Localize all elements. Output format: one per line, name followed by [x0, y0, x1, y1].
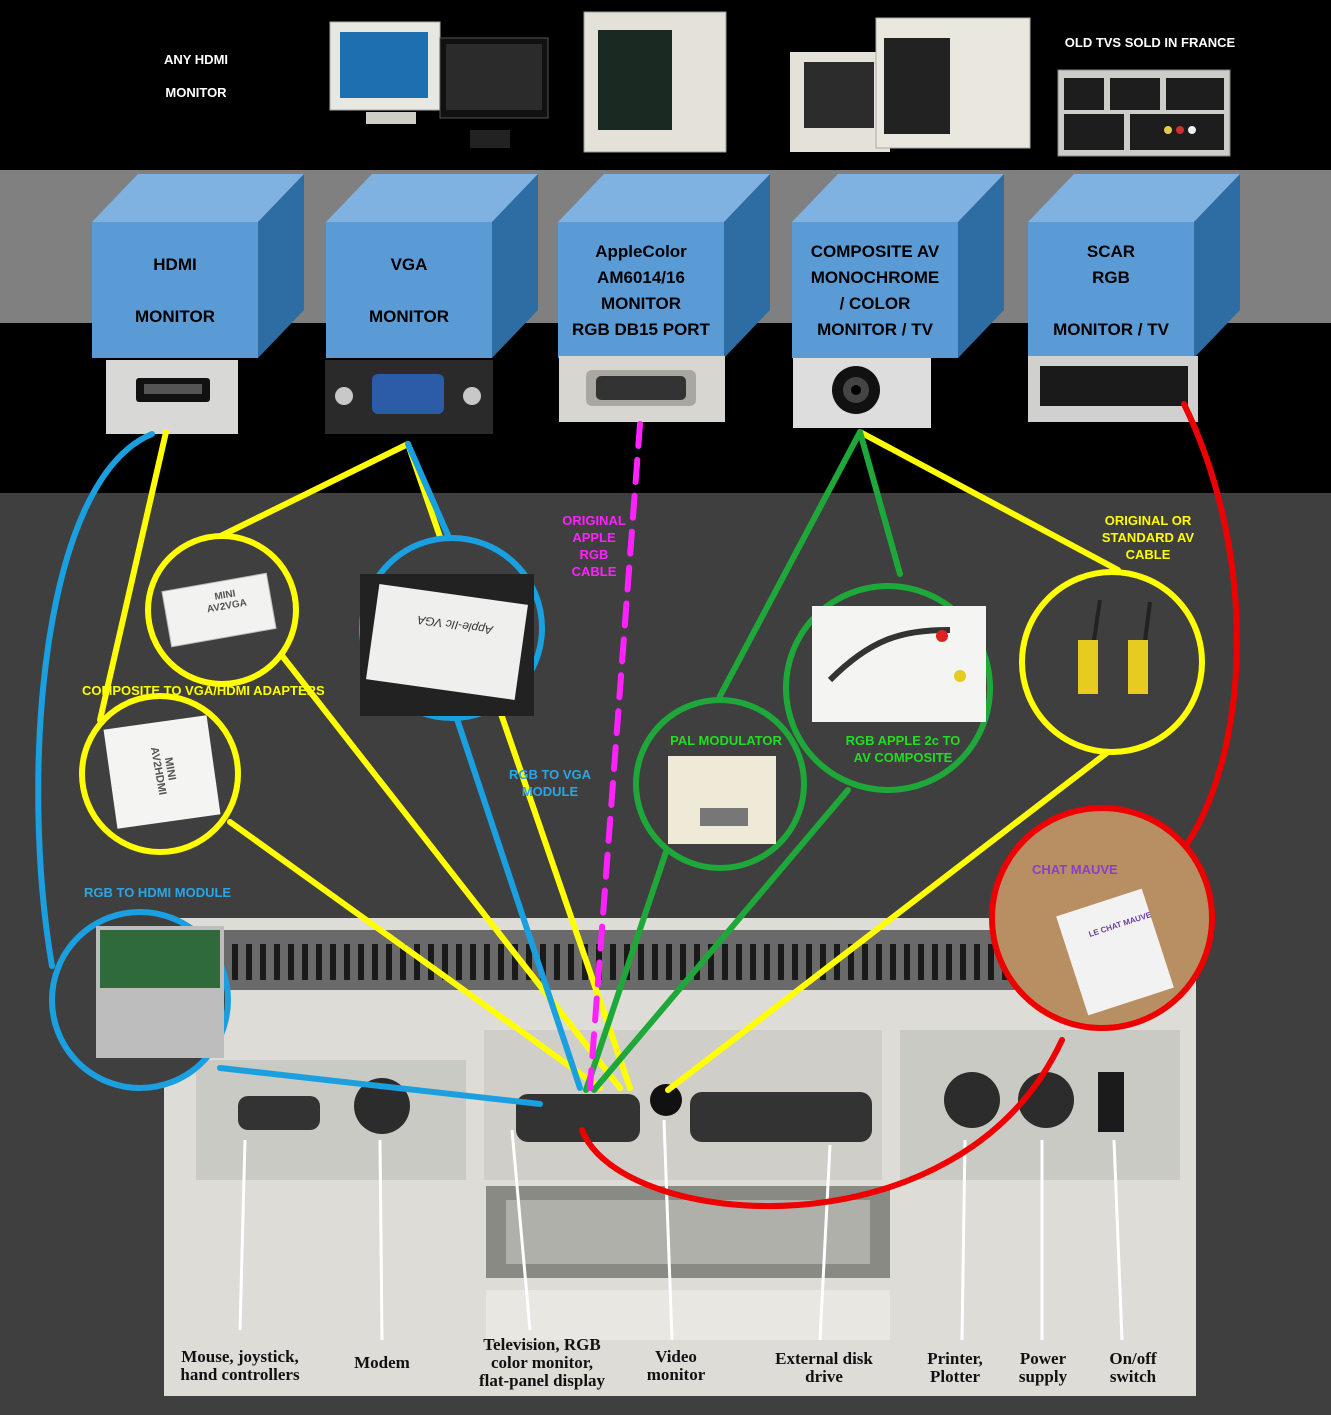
vent-slot: [764, 944, 770, 980]
vent-slot: [960, 944, 966, 980]
vent-slot: [274, 944, 280, 980]
vent-slot: [820, 944, 826, 980]
vent-slot: [470, 944, 476, 980]
caption-printer: Printer,Plotter: [927, 1349, 983, 1386]
box-hdmi: HDMI MONITOR: [92, 174, 304, 358]
monitor-photos: [329, 11, 1231, 157]
vent-slot: [456, 944, 462, 980]
box-applecolor-line-0: AppleColor: [595, 242, 687, 261]
original-or-standard-av-cable-label: ORIGINAL OR STANDARD AV CABLE: [1101, 513, 1195, 562]
box-vga-line-2: MONITOR: [369, 307, 449, 326]
rgb-apple2c-to-av-label: RGB APPLE 2c TO AV COMPOSITE: [845, 733, 961, 765]
box-composite: COMPOSITE AV MONOCHROME / COLOR MONITOR / T…: [792, 174, 1004, 358]
vent-slot: [330, 944, 336, 980]
vent-slot: [442, 944, 448, 980]
caption-mouse: Mouse, joystick,hand controllers: [180, 1347, 300, 1384]
vent-slot: [778, 944, 784, 980]
box-scart-line-3: MONITOR / TV: [1053, 320, 1170, 339]
vent-slot: [414, 944, 420, 980]
vent-slot: [904, 944, 910, 980]
vent-slot: [876, 944, 882, 980]
box-composite-line-1: MONOCHROME: [811, 268, 939, 287]
box-composite-line-3: MONITOR / TV: [817, 320, 934, 339]
box-hdmi-line-0: HDMI: [153, 255, 196, 274]
connection-lines: [35, 401, 1240, 1210]
vent-slot: [932, 944, 938, 980]
vent-slot: [568, 944, 574, 980]
box-applecolor-line-2: MONITOR: [601, 294, 681, 313]
vent-slot: [806, 944, 812, 980]
apple-iic-rear-photo: [164, 918, 1196, 1396]
vent-slot: [386, 944, 392, 980]
caption-modem: Modem: [354, 1353, 410, 1372]
device-circles: [49, 533, 1215, 1091]
box-applecolor-line-3: RGB DB15 PORT: [572, 320, 711, 339]
vent-slot: [694, 944, 700, 980]
old-tvs-label: OLD TVS SOLD IN FRANCE: [1064, 35, 1236, 50]
vent-slot: [246, 944, 252, 980]
rgb-to-vga-module-label: RGB TO VGA MODULE: [508, 767, 592, 799]
box-composite-line-2: / COLOR: [840, 294, 911, 313]
vent-slot: [946, 944, 952, 980]
vent-slot: [974, 944, 980, 980]
box-composite-line-0: COMPOSITE AV: [811, 242, 940, 261]
box-scart-line-0: SCAR: [1087, 242, 1135, 261]
vent-slot: [428, 944, 434, 980]
vent-slot: [862, 944, 868, 980]
vent-slot: [344, 944, 350, 980]
vent-slot: [890, 944, 896, 980]
vent-slot: [610, 944, 616, 980]
vent-slot: [358, 944, 364, 980]
composite-adapters-label: COMPOSITE TO VGA/HDMI ADAPTERS: [82, 683, 325, 698]
pal-modulator-label: PAL MODULATOR: [670, 733, 782, 748]
vent-slot: [750, 944, 756, 980]
connectors: [106, 356, 1198, 434]
vent-slot: [484, 944, 490, 980]
box-hdmi-line-2: MONITOR: [135, 307, 215, 326]
vent-slot: [792, 944, 798, 980]
box-vga-line-0: VGA: [391, 255, 428, 274]
vent-slot: [736, 944, 742, 980]
vent-slot: [316, 944, 322, 980]
vent-slot: [232, 944, 238, 980]
vent-slot: [554, 944, 560, 980]
vent-slot: [372, 944, 378, 980]
vent-slot: [288, 944, 294, 980]
vent-slot: [918, 944, 924, 980]
rgb-to-hdmi-module-label: RGB TO HDMI MODULE: [84, 885, 232, 900]
vent-slot: [722, 944, 728, 980]
vent-slot: [302, 944, 308, 980]
vent-slot: [540, 944, 546, 980]
original-apple-rgb-cable-label: ORIGINAL APPLE RGB CABLE: [562, 513, 626, 579]
box-vga: VGA MONITOR: [326, 174, 538, 358]
any-hdmi-label: ANY HDMI MONITOR: [163, 52, 229, 100]
vent-slot: [638, 944, 644, 980]
vent-slot: [652, 944, 658, 980]
box-scart-line-1: RGB: [1092, 268, 1130, 287]
chat-mauve-label: CHAT MAUVE: [1032, 862, 1118, 877]
monitor-boxes: HDMIMONITORVGAMONITORAppleColorAM6014/16…: [92, 174, 1240, 358]
box-applecolor-line-1: AM6014/16: [597, 268, 685, 287]
vent-slot: [400, 944, 406, 980]
vent-slot: [708, 944, 714, 980]
vent-slot: [512, 944, 518, 980]
vent-slot: [988, 944, 994, 980]
box-scart: SCAR RGB MONITOR / TV: [1028, 174, 1240, 358]
vent-slot: [498, 944, 504, 980]
vent-slot: [680, 944, 686, 980]
vent-slot: [666, 944, 672, 980]
vent-slot: [260, 944, 266, 980]
vent-slot: [848, 944, 854, 980]
vent-slot: [526, 944, 532, 980]
